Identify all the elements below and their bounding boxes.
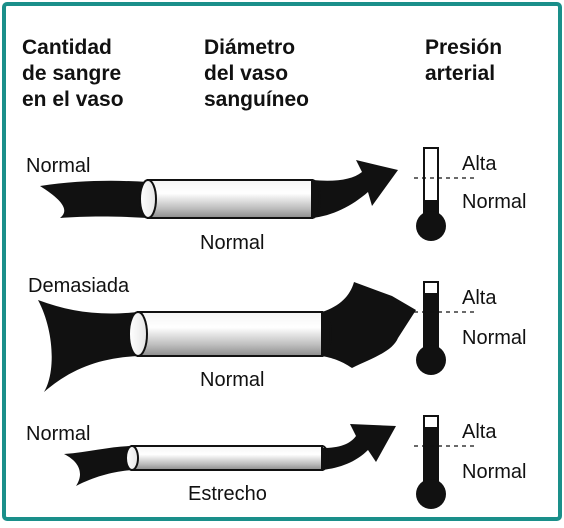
vessel-opening <box>125 445 139 471</box>
diameter-label: Estrecho <box>188 483 267 505</box>
header-blood-amount-line-3: en el vaso <box>22 88 124 111</box>
header-blood-pressure: Presión arterial <box>425 36 502 85</box>
gauge-fill <box>424 293 438 356</box>
gauge-bulb <box>416 479 446 509</box>
pressure-gauge: Alta Normal <box>414 415 526 509</box>
vessel-opening <box>128 311 148 357</box>
header-vessel-diameter-line-3: sanguíneo <box>204 88 309 111</box>
blood-stream-out-arrow <box>312 160 398 218</box>
header-vessel-diameter: Diámetro del vaso sanguíneo <box>204 36 309 111</box>
blood-stream-in <box>64 446 132 486</box>
vessel-tube <box>147 179 313 219</box>
gauge-fill <box>424 427 438 490</box>
blood-stream-in <box>40 180 148 218</box>
header-blood-amount: Cantidad de sangre en el vaso <box>22 36 124 111</box>
blood-stream-out-arrow <box>322 282 416 368</box>
gauge-high-label: Alta <box>462 153 497 175</box>
row-excess-normal: Demasiada Normal Alta Normal <box>28 275 526 392</box>
gauge-normal-label: Normal <box>462 327 526 349</box>
diameter-label: Normal <box>200 232 264 254</box>
vessel-tube <box>137 311 323 357</box>
gauge-high-label: Alta <box>462 287 497 309</box>
blood-stream-out-arrow <box>322 424 396 470</box>
blood-amount-label: Demasiada <box>28 275 130 297</box>
header-blood-amount-line-1: Cantidad <box>22 36 112 59</box>
pressure-gauge: Alta Normal <box>414 147 526 241</box>
gauge-normal-label: Normal <box>462 191 526 213</box>
vessel-tube <box>131 445 323 471</box>
gauge-high-label: Alta <box>462 421 497 443</box>
diameter-label: Normal <box>200 369 264 391</box>
gauge-normal-label: Normal <box>462 461 526 483</box>
header-vessel-diameter-line-2: del vaso <box>204 62 288 85</box>
blood-amount-label: Normal <box>26 423 90 445</box>
vessel-opening <box>139 179 157 219</box>
blood-stream-in <box>38 300 138 392</box>
gauge-bulb <box>416 211 446 241</box>
header-blood-pressure-line-2: arterial <box>425 62 495 85</box>
row-normal-normal: Normal Normal Alta Normal <box>26 147 526 254</box>
header-blood-pressure-line-1: Presión <box>425 36 502 59</box>
pressure-gauge: Alta Normal <box>414 281 526 375</box>
header-vessel-diameter-line-1: Diámetro <box>204 36 295 59</box>
gauge-bulb <box>416 345 446 375</box>
header-blood-amount-line-2: de sangre <box>22 62 121 85</box>
row-normal-narrow: Normal Estrecho Alta Normal <box>26 415 526 509</box>
blood-amount-label: Normal <box>26 155 90 177</box>
frame-border <box>2 2 562 521</box>
